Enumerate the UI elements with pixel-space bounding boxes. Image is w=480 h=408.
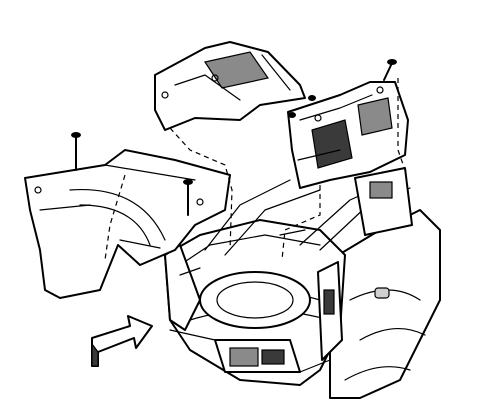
fastener-icon	[383, 59, 397, 81]
vehicle-rear-body-structure	[164, 167, 441, 399]
push-pin-fastener	[71, 59, 397, 216]
fastener-icon	[71, 132, 81, 171]
rear-quarter-inner-trim-upper-left	[154, 41, 306, 131]
direction-arrow	[91, 315, 153, 367]
arrow-icon	[91, 315, 153, 367]
left-trunk-side-trim-panel	[24, 149, 231, 299]
assembly-guide-lines	[104, 78, 406, 261]
rear-quarter-inner-trim-upper-right	[287, 81, 409, 189]
fastener-icon	[288, 95, 316, 118]
fastener-icon	[183, 179, 193, 216]
